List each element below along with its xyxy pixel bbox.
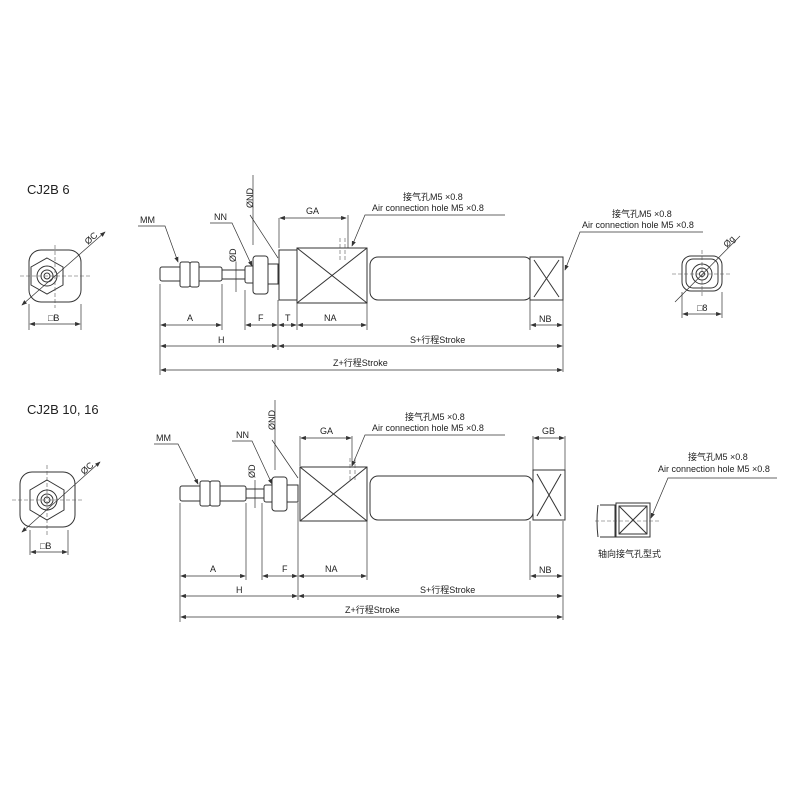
label-na: NA <box>324 313 337 323</box>
label-nb: NB <box>539 565 552 575</box>
axial-port-detail: 轴向接气孔型式 <box>595 502 661 559</box>
callout-en: Air connection hole M5 ×0.8 <box>582 220 694 230</box>
callout-cn: 接气孔M5 ×0.8 <box>688 451 748 462</box>
axial-port-caption: 轴向接气孔型式 <box>598 548 661 559</box>
callout-cn: 接气孔M5 ×0.8 <box>403 191 463 202</box>
air-callout-bottom-1: 接气孔M5 ×0.8 Air connection hole M5 ×0.8 <box>351 411 505 467</box>
callout-en: Air connection hole M5 ×0.8 <box>372 203 484 213</box>
model-title-cj2b10-16: CJ2B 10, 16 <box>27 402 99 417</box>
label-a: A <box>187 313 193 323</box>
callout-cn: 接气孔M5 ×0.8 <box>405 411 465 422</box>
label-ga: GA <box>306 206 319 216</box>
callout-en: Air connection hole M5 ×0.8 <box>372 423 484 433</box>
label-a: A <box>210 564 216 574</box>
label-z-stroke: Z+行程Stroke <box>345 604 400 615</box>
dim-sq8: □8 <box>697 303 707 313</box>
dim-c: ØC <box>79 460 96 477</box>
dim-b: □B <box>40 541 51 551</box>
label-z-stroke: Z+行程Stroke <box>333 357 388 368</box>
label-f: F <box>258 313 264 323</box>
label-s-stroke: S+行程Stroke <box>420 584 475 595</box>
end-view-rear-top: Øg □8 <box>672 234 741 318</box>
model-title-cj2b6: CJ2B 6 <box>27 182 70 197</box>
label-h: H <box>218 335 225 345</box>
cylinder-side-view-bottom <box>179 458 566 522</box>
dimensions-bottom: MM NN ØD ØND GA GB A F NA NB H S+行程Strok… <box>154 400 566 622</box>
label-nd: ØND <box>245 188 255 209</box>
dim-g: Øg <box>721 234 737 250</box>
dimensions-top: MM NN ØD ØND GA A F T NA NB H S+行程Stroke… <box>138 175 564 375</box>
label-d: ØD <box>228 248 238 262</box>
label-gb: GB <box>542 426 555 436</box>
air-callout-top-2: 接气孔M5 ×0.8 Air connection hole M5 ×0.8 <box>564 208 703 271</box>
air-callout-top-1: 接气孔M5 ×0.8 Air connection hole M5 ×0.8 <box>351 191 505 247</box>
label-h: H <box>236 585 243 595</box>
air-callout-bottom-2: 接气孔M5 ×0.8 Air connection hole M5 ×0.8 <box>650 451 777 519</box>
label-ga: GA <box>320 426 333 436</box>
callout-cn: 接气孔M5 ×0.8 <box>612 208 672 219</box>
label-f: F <box>282 564 288 574</box>
label-nd: ØND <box>267 410 277 431</box>
label-nn: NN <box>214 212 227 222</box>
label-mm: MM <box>156 433 171 443</box>
label-mm: MM <box>140 215 155 225</box>
callout-en: Air connection hole M5 ×0.8 <box>658 464 770 474</box>
label-s-stroke: S+行程Stroke <box>410 334 465 345</box>
dim-b: □B <box>48 313 59 323</box>
cylinder-side-view-top <box>159 238 564 304</box>
dim-c: ØC <box>83 230 100 247</box>
label-nn: NN <box>236 430 249 440</box>
label-na: NA <box>325 564 338 574</box>
end-view-front-bottom: ØC □B <box>12 460 101 555</box>
end-view-front-top: ØC □B <box>20 230 106 330</box>
label-nb: NB <box>539 314 552 324</box>
label-t: T <box>285 313 291 323</box>
label-d: ØD <box>247 464 257 478</box>
